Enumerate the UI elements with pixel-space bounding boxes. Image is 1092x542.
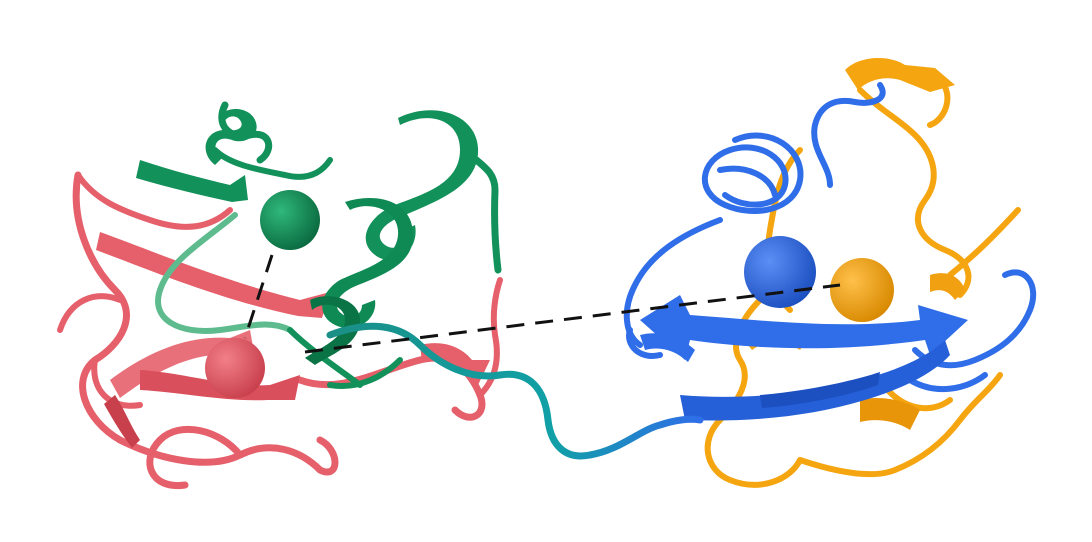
distance-line-short: [243, 254, 274, 339]
green-sphere: [260, 190, 320, 250]
linker-chain: [326, 322, 704, 460]
blue-sphere: [744, 236, 816, 308]
red-sphere: [205, 338, 265, 398]
red-beta-strands: [96, 232, 490, 448]
blue-beta-strands: [640, 295, 968, 421]
orange-sphere: [830, 258, 894, 322]
domain-right-blue: [623, 82, 1037, 393]
green-helices: [136, 108, 479, 365]
distance-lines: [243, 254, 841, 354]
distance-line-long: [304, 283, 841, 354]
